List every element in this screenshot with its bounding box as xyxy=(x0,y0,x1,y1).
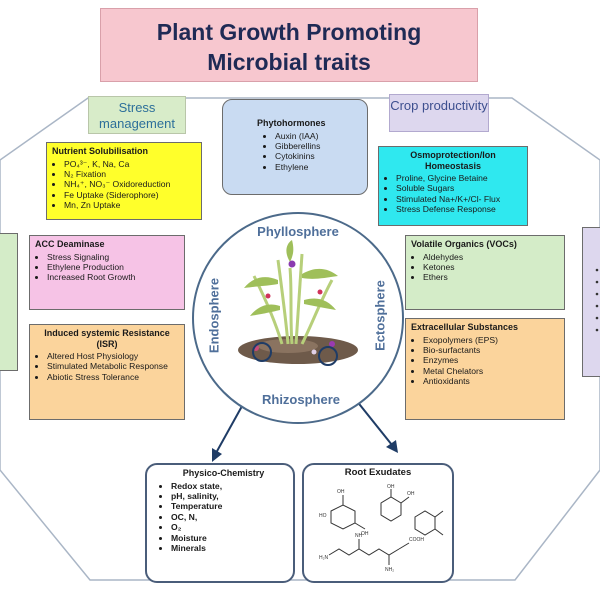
svg-text:COOH: COOH xyxy=(409,537,424,543)
root-zoom-left xyxy=(252,342,272,362)
osmoprotection-box: Osmoprotection/Ion Homeostasis Proline, … xyxy=(378,146,528,226)
arrow-left-head xyxy=(212,448,222,462)
svg-text:OH: OH xyxy=(387,484,395,490)
phyto-item: Ethylene xyxy=(275,162,362,172)
voc-item: Ethers xyxy=(423,272,559,282)
phyto-item: Gibberellins xyxy=(275,141,362,151)
voc-box: Volatile Organics (VOCs) Aldehydes Keton… xyxy=(405,235,565,310)
plant-stems xyxy=(252,253,334,345)
isr-item: Altered Host Physiology xyxy=(47,351,179,361)
nutrient-solubilisation-box: Nutrient Solubilisation PO₄³⁻, K, Na, Ca… xyxy=(46,142,202,220)
ectosphere-label: Ectosphere xyxy=(372,280,388,351)
osmo-item: Stimulated Na+/K+/Cl- Flux xyxy=(396,194,522,204)
phyllosphere-label: Phyllosphere xyxy=(257,224,339,239)
isr-heading: Induced systemic Resistance (ISR) xyxy=(44,328,170,349)
acc-item: Ethylene Production xyxy=(47,262,179,272)
svg-text:OH: OH xyxy=(407,491,415,497)
physico-item: OC, N, xyxy=(171,512,288,522)
physico-item: Temperature xyxy=(171,501,288,511)
nutrient-heading: Nutrient Solubilisation xyxy=(52,146,148,156)
root-exudates-box: Root Exudates OH HO OH OH OH H₂N NH COOH NH₂ xyxy=(302,463,454,583)
svg-text:H₂N: H₂N xyxy=(319,555,329,561)
physico-item: pH, salinity, xyxy=(171,491,288,501)
endosphere-label: Endosphere xyxy=(206,277,222,354)
extra-item: Enzymes xyxy=(423,355,559,365)
nutrient-item: N₂ Fixation xyxy=(64,169,196,179)
extra-heading: Extracellular Substances xyxy=(411,322,519,332)
physico-item: O₂ xyxy=(171,522,288,532)
exudates-heading: Root Exudates xyxy=(344,467,412,478)
acc-deaminase-box: ACC Deaminase Stress Signaling Ethylene … xyxy=(29,235,185,310)
octagon-outline xyxy=(0,97,600,581)
diagram-title: Plant Growth Promoting Microbial traits xyxy=(100,8,478,82)
osmo-item: Stress Defense Response xyxy=(396,204,522,214)
isr-item: Abiotic Stress Tolerance xyxy=(47,372,179,382)
isr-box: Induced systemic Resistance (ISR) Altere… xyxy=(29,324,185,420)
voc-item: Aldehydes xyxy=(423,252,559,262)
isr-item: Stimulated Metabolic Response xyxy=(47,361,179,371)
physico-heading: Physico-Chemistry xyxy=(182,468,265,478)
right-partial-box xyxy=(582,227,600,377)
acc-item: Increased Root Growth xyxy=(47,272,179,282)
acc-item: Stress Signaling xyxy=(47,252,179,262)
phenol-ring-2 xyxy=(414,509,436,536)
nutrient-item: Mn, Zn Uptake xyxy=(64,200,196,210)
voc-item: Ketones xyxy=(423,262,559,272)
extra-item: Antioxidants xyxy=(423,376,559,386)
phenol-ring-1 xyxy=(380,495,402,522)
plant-leaves xyxy=(244,240,338,316)
sugar-ring xyxy=(330,503,356,530)
svg-text:NH: NH xyxy=(355,533,363,539)
crop-productivity-tag: Crop productivity xyxy=(389,94,489,132)
extra-item: Bio-surfactants xyxy=(423,345,559,355)
plant-illustration xyxy=(238,240,358,366)
svg-text:OH: OH xyxy=(337,489,345,495)
nutrient-item: NH₄⁺, NO₃⁻ Oxidoreduction xyxy=(64,179,196,189)
stress-management-tag: Stress management xyxy=(88,96,186,134)
svg-text:HO: HO xyxy=(319,513,327,519)
physico-item: Moisture xyxy=(171,533,288,543)
physico-chemistry-box: Physico-Chemistry Redox state, pH, salin… xyxy=(145,463,295,583)
phytohormones-box: Phytohormones Auxin (IAA) Gibberellins C… xyxy=(222,99,368,195)
chemical-structures: OH HO OH OH OH H₂N NH COOH NH₂ xyxy=(319,484,444,573)
voc-heading: Volatile Organics (VOCs) xyxy=(411,239,517,249)
amino-chain xyxy=(328,547,400,556)
osmo-item: Soluble Sugars xyxy=(396,183,522,193)
arrow-right-head xyxy=(386,440,398,453)
phyto-heading: Phytohormones xyxy=(257,118,326,128)
extra-item: Exopolymers (EPS) xyxy=(423,335,559,345)
nutrient-item: PO₄³⁻, K, Na, Ca xyxy=(64,159,196,169)
osmo-heading: Osmoprotection/Ion Homeostasis xyxy=(410,150,496,171)
rhizosphere-label: Rhizosphere xyxy=(261,392,340,407)
phyto-item: Cytokinins xyxy=(275,151,362,161)
phyto-item: Auxin (IAA) xyxy=(275,131,362,141)
physico-item: Redox state, xyxy=(171,481,288,491)
svg-text:OH: OH xyxy=(361,531,369,537)
right-partial-bullets xyxy=(595,268,599,332)
physico-item: Minerals xyxy=(171,543,288,553)
extracellular-box: Extracellular Substances Exopolymers (EP… xyxy=(405,318,565,420)
acc-heading: ACC Deaminase xyxy=(35,239,105,249)
title-line-1: Plant Growth Promoting xyxy=(156,19,422,45)
root-zoom-right xyxy=(318,346,338,366)
left-partial-box xyxy=(0,233,18,371)
osmo-item: Proline, Glycine Betaine xyxy=(396,173,522,183)
svg-text:NH₂: NH₂ xyxy=(385,567,394,573)
nutrient-item: Fe Uptake (Siderophore) xyxy=(64,190,196,200)
title-line-2: Microbial traits xyxy=(207,49,371,75)
extra-item: Metal Chelators xyxy=(423,366,559,376)
